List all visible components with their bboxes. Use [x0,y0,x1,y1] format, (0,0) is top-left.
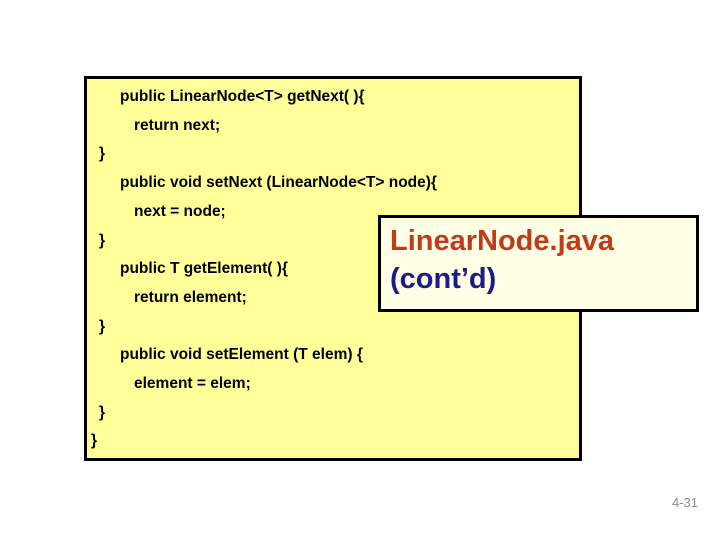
code-line: } [99,317,106,335]
code-line: public LinearNode<T> getNext( ){ [120,88,365,105]
page-number: 4-31 [671,495,698,510]
code-line: public void setNext (LinearNode<T> node)… [120,174,437,192]
callout-box: LinearNode.java (cont’d) [378,215,699,312]
callout-subtitle: (cont’d) [390,263,497,295]
code-line: element = elem; [134,375,251,393]
code-line: return element; [134,288,247,306]
code-line: return next; [134,116,221,134]
callout-title: LinearNode.java [390,225,615,257]
code-line: } [91,432,98,450]
code-line: public void setElement (T elem) { [120,346,363,364]
code-line: next = node; [134,202,226,220]
code-line: } [99,231,106,249]
code-line: } [99,403,106,421]
code-line: public T getElement( ){ [120,260,288,278]
code-line: } [99,145,106,163]
code-listing: public LinearNode<T> getNext( ){ return … [87,79,579,456]
